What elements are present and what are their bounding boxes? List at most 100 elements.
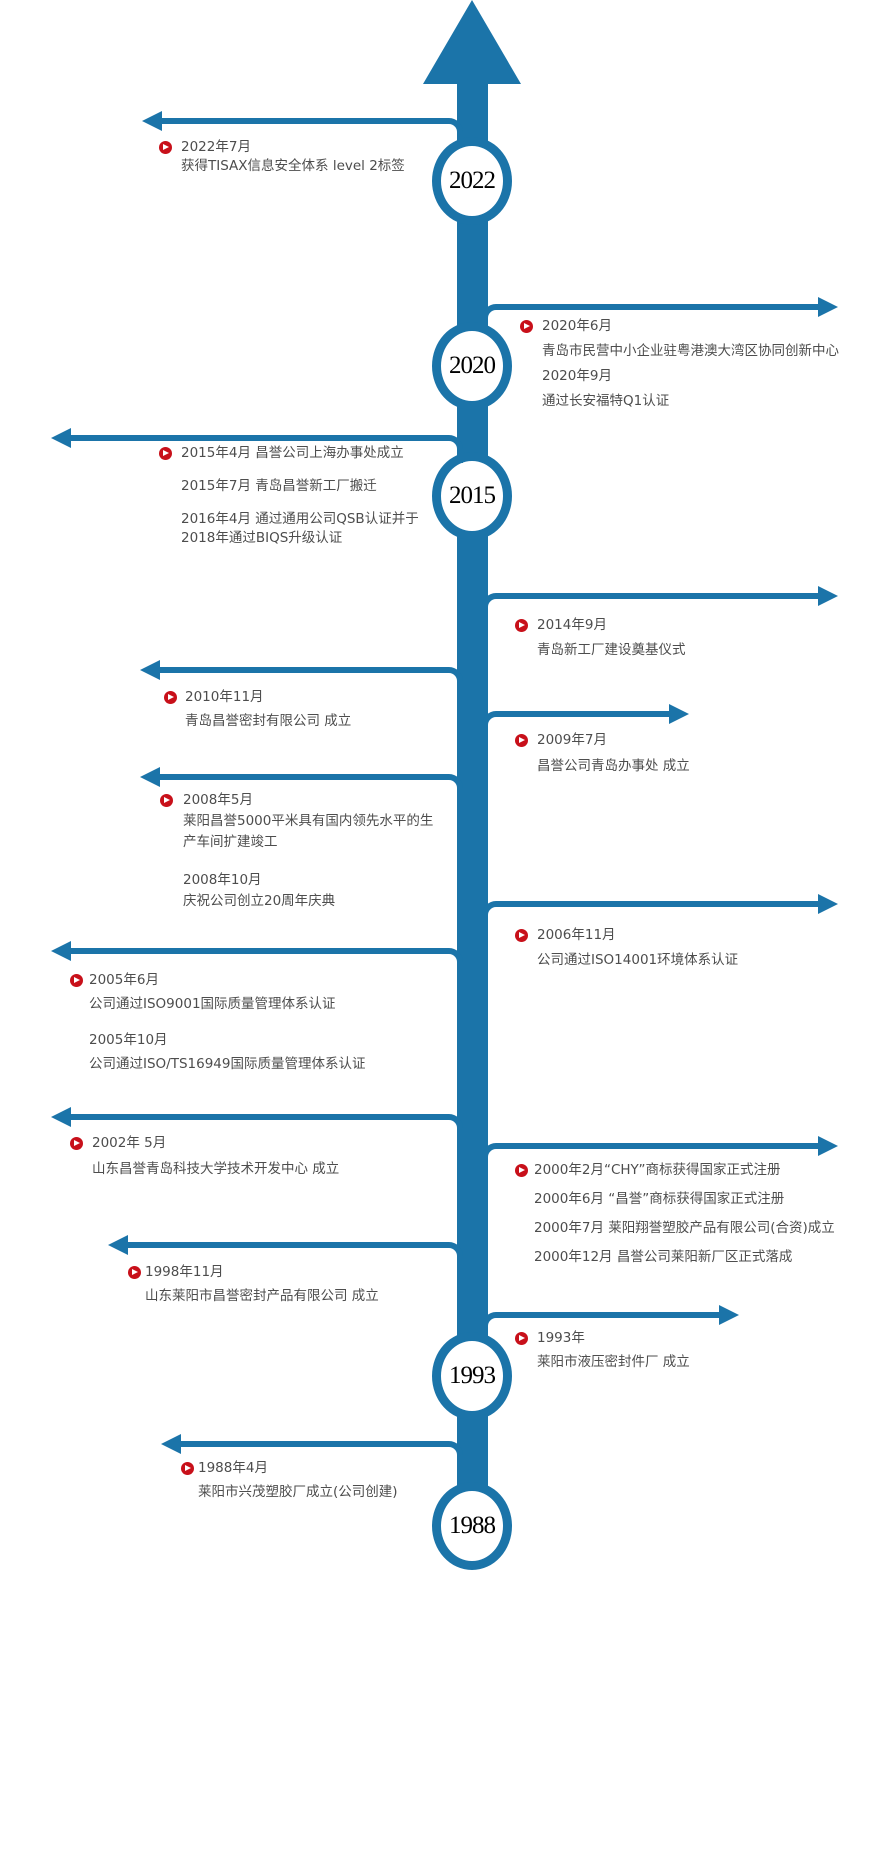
event-date-line: 2005年10月 xyxy=(89,1032,168,1048)
arrow-tip-icon xyxy=(818,1136,838,1156)
timeline-branch-arrow xyxy=(482,894,838,929)
play-bullet-icon xyxy=(164,690,177,704)
event-2022-07: 2022年7月获得TISAX信息安全体系 level 2标签 xyxy=(159,138,405,176)
event-1993: 1993年莱阳市液压密封件厂 成立 xyxy=(515,1326,690,1374)
timeline-branch-arrow xyxy=(142,111,463,146)
event-1998: 1998年11月山东莱阳市昌誉密封产品有限公司 成立 xyxy=(128,1260,379,1308)
timeline-arrow-head xyxy=(423,0,521,84)
timeline-branch-arrow xyxy=(108,1235,463,1270)
event-description-line: 山东昌誉青岛科技大学技术开发中心 成立 xyxy=(92,1161,340,1177)
year-marker-2020: 2020 xyxy=(432,322,512,410)
play-bullet-icon xyxy=(515,1164,528,1177)
event-date-line: 2016年4月 通过通用公司QSB认证并于 xyxy=(181,511,419,527)
play-bullet-icon xyxy=(520,320,533,333)
year-marker-1988: 1988 xyxy=(432,1482,512,1570)
arrow-tip-icon xyxy=(818,586,838,606)
arrow-tip-icon xyxy=(142,111,162,131)
event-date-line: 2015年7月 青岛昌誉新工厂搬迁 xyxy=(181,478,377,494)
play-bullet-icon xyxy=(159,447,172,460)
event-description-line: 青岛市民营中小企业驻粤港澳大湾区协同创新中心 xyxy=(542,343,839,359)
event-date-line: 2006年11月 xyxy=(537,927,616,943)
event-2000: 2000年2月“CHY”商标获得国家正式注册 2000年6月 “昌誉”商标获得国家… xyxy=(515,1156,835,1272)
event-entry: 2000年2月“CHY”商标获得国家正式注册 2000年6月 “昌誉”商标获得国家… xyxy=(515,1156,835,1272)
event-description-line: 莱阳市兴茂塑胶厂成立(公司创建) xyxy=(198,1484,398,1500)
event-description-line: 公司通过ISO9001国际质量管理体系认证 xyxy=(89,996,336,1012)
event-entry: 1988年4月莱阳市兴茂塑胶厂成立(公司创建) xyxy=(181,1456,398,1504)
arrow-tip-icon xyxy=(51,428,71,448)
event-description-line: 庆祝公司创立20周年庆典 xyxy=(183,893,336,909)
event-entry: 2005年6月公司通过ISO9001国际质量管理体系认证 xyxy=(70,968,366,1016)
event-description-line: 产车间扩建竣工 xyxy=(183,834,278,850)
event-entry: 2008年5月莱阳昌誉5000平米具有国内领先水平的生产车间扩建竣工 xyxy=(160,790,434,853)
event-date-line: 2022年7月 xyxy=(181,139,251,155)
event-2006: 2006年11月公司通过ISO14001环境体系认证 xyxy=(515,923,739,973)
timeline-branch-arrow xyxy=(51,941,463,976)
event-description-line: 青岛新工厂建设奠基仪式 xyxy=(537,642,686,658)
event-date-line: 1988年4月 xyxy=(198,1460,268,1476)
arrow-tip-icon xyxy=(140,767,160,787)
event-entry: 2015年4月 昌誉公司上海办事处成立 xyxy=(159,444,419,463)
play-bullet-icon xyxy=(160,794,173,807)
timeline-branch-arrow xyxy=(140,660,463,695)
event-date-line: 2005年6月 xyxy=(89,972,159,988)
arrow-tip-icon xyxy=(669,704,689,724)
year-marker-2022: 2022 xyxy=(432,137,512,225)
event-entry: 2010年11月青岛昌誉密封有限公司 成立 xyxy=(164,685,352,733)
event-entry: 2022年7月获得TISAX信息安全体系 level 2标签 xyxy=(159,138,405,176)
play-bullet-icon xyxy=(515,929,528,942)
event-description-line: 山东莱阳市昌誉密封产品有限公司 成立 xyxy=(145,1288,379,1304)
event-date-line: 2009年7月 xyxy=(537,732,607,748)
timeline-branch-arrow xyxy=(482,586,838,621)
timeline-branch-arrow xyxy=(482,1136,838,1171)
arrow-tip-icon xyxy=(140,660,160,680)
year-marker-2015: 2015 xyxy=(432,452,512,540)
event-entry: 2006年11月公司通过ISO14001环境体系认证 xyxy=(515,923,739,973)
event-date-line: 2008年5月 xyxy=(183,792,253,808)
arrow-tip-icon xyxy=(719,1305,739,1325)
event-2015: 2015年4月 昌誉公司上海办事处成立 2015年7月 青岛昌誉新工厂搬迁 2016… xyxy=(159,444,419,548)
event-entry: 2015年7月 青岛昌誉新工厂搬迁 xyxy=(181,477,419,496)
event-description-line: 获得TISAX信息安全体系 level 2标签 xyxy=(181,158,405,174)
arrow-tip-icon xyxy=(818,297,838,317)
event-entry: 2008年10月庆祝公司创立20周年庆典 xyxy=(183,870,433,912)
event-description-line: 2018年通过BIQS升级认证 xyxy=(181,530,343,546)
event-date-line: 2008年10月 xyxy=(183,872,262,888)
event-2010: 2010年11月青岛昌誉密封有限公司 成立 xyxy=(164,685,352,733)
event-1988: 1988年4月莱阳市兴茂塑胶厂成立(公司创建) xyxy=(181,1456,398,1504)
event-entry: 1993年莱阳市液压密封件厂 成立 xyxy=(515,1326,690,1374)
event-entry: 2016年4月 通过通用公司QSB认证并于 2018年通过BIQS升级认证 xyxy=(181,510,419,548)
arrow-tip-icon xyxy=(51,941,71,961)
event-description-line: 莱阳市液压密封件厂 成立 xyxy=(537,1354,690,1370)
event-description-line: 昌誉公司青岛办事处 成立 xyxy=(537,758,690,774)
arrow-tip-icon xyxy=(51,1107,71,1127)
timeline-branch-arrow xyxy=(161,1434,463,1469)
event-description-line: 青岛昌誉密封有限公司 成立 xyxy=(185,713,352,729)
play-bullet-icon xyxy=(159,141,172,154)
play-bullet-icon xyxy=(515,619,528,632)
event-description-line: 公司通过ISO14001环境体系认证 xyxy=(537,952,739,968)
timeline-branch-arrow xyxy=(51,428,463,463)
play-bullet-icon xyxy=(515,1331,528,1345)
play-bullet-icon xyxy=(181,1461,194,1475)
event-entry: 2014年9月青岛新工厂建设奠基仪式 xyxy=(515,613,686,663)
event-date-line: 1993年 xyxy=(537,1330,585,1346)
event-description-line: 莱阳昌誉5000平米具有国内领先水平的生 xyxy=(183,813,434,829)
timeline-branch-arrow xyxy=(482,297,838,332)
arrow-tip-icon xyxy=(161,1434,181,1454)
event-entry: 2009年7月昌誉公司青岛办事处 成立 xyxy=(515,727,690,779)
event-entry: 2005年10月公司通过ISO/TS16949国际质量管理体系认证 xyxy=(89,1028,366,1076)
event-entry: 1998年11月山东莱阳市昌誉密封产品有限公司 成立 xyxy=(128,1260,379,1308)
event-date-line: 2000年2月“CHY”商标获得国家正式注册 xyxy=(534,1162,781,1178)
event-description-line: 2020年9月 xyxy=(542,368,612,384)
event-date-line: 2014年9月 xyxy=(537,617,607,633)
timeline-branch-arrow xyxy=(482,1305,739,1340)
event-2002: 2002年 5月山东昌誉青岛科技大学技术开发中心 成立 xyxy=(70,1130,340,1182)
event-2014: 2014年9月青岛新工厂建设奠基仪式 xyxy=(515,613,686,663)
event-2008: 2008年5月莱阳昌誉5000平米具有国内领先水平的生产车间扩建竣工 2008年1… xyxy=(160,790,434,912)
arrow-tip-icon xyxy=(818,894,838,914)
play-bullet-icon xyxy=(515,733,528,747)
event-description-line: 2000年6月 “昌誉”商标获得国家正式注册 xyxy=(534,1191,785,1207)
